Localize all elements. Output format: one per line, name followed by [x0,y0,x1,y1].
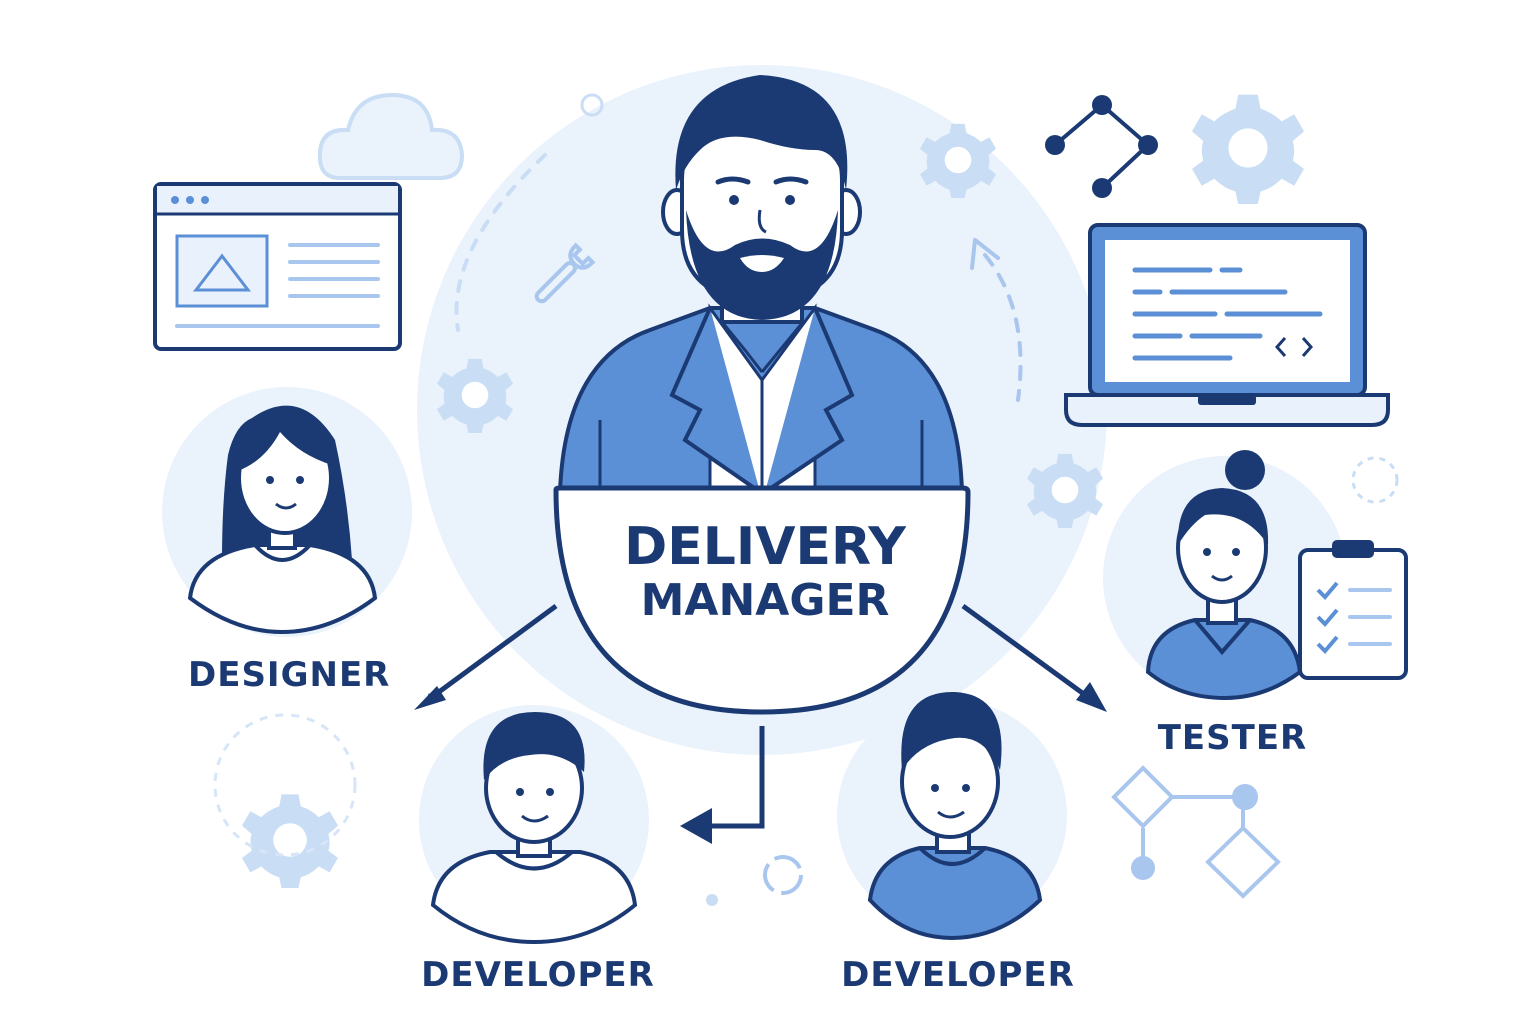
small-ring-top [580,93,604,117]
wrench-icon [534,242,596,304]
role-label-developer-left: DEVELOPER [421,955,655,995]
dashed-arc-right [983,253,1023,402]
dashed-arc-left [454,153,547,332]
arrowhead-tester [1076,682,1107,712]
small-ring-bottom [763,855,803,895]
gear-icon [242,794,338,888]
laptop-code-icon [1064,223,1390,427]
arrowhead-developer [680,808,712,844]
cloud-icon [317,92,465,180]
role-label-developer-right: DEVELOPER [841,955,1075,995]
role-label-tester: TESTER [1157,718,1308,758]
gear-icon [1192,94,1304,204]
title-line-2: MANAGER [640,575,890,627]
node-graph-icon [1045,95,1158,198]
dashed-circle-right [1351,456,1399,504]
arrow-to-developer [710,726,765,829]
delivery-manager-title: DELIVERY MANAGER [600,518,930,626]
role-label-designer: DESIGNER [188,655,391,695]
arrow-to-tester [961,603,1094,703]
small-dot-bottom [706,894,718,906]
flowchart-icon [1111,765,1281,899]
browser-window-icon [153,182,402,351]
arrow-to-designer [423,603,558,703]
title-line-1: DELIVERY [624,517,906,577]
designer-avatar [162,387,412,637]
delivery-manager-avatar [557,75,965,494]
dashed-circle-left [213,713,357,857]
clipboard-checklist-icon [1298,540,1408,680]
curved-arrow-head [970,238,1000,270]
arrowhead-designer [414,686,446,710]
manager-title-badge [553,485,971,715]
tester-avatar [1103,450,1347,701]
developer-avatar-right [837,691,1067,941]
developer-avatar-left [419,705,649,945]
